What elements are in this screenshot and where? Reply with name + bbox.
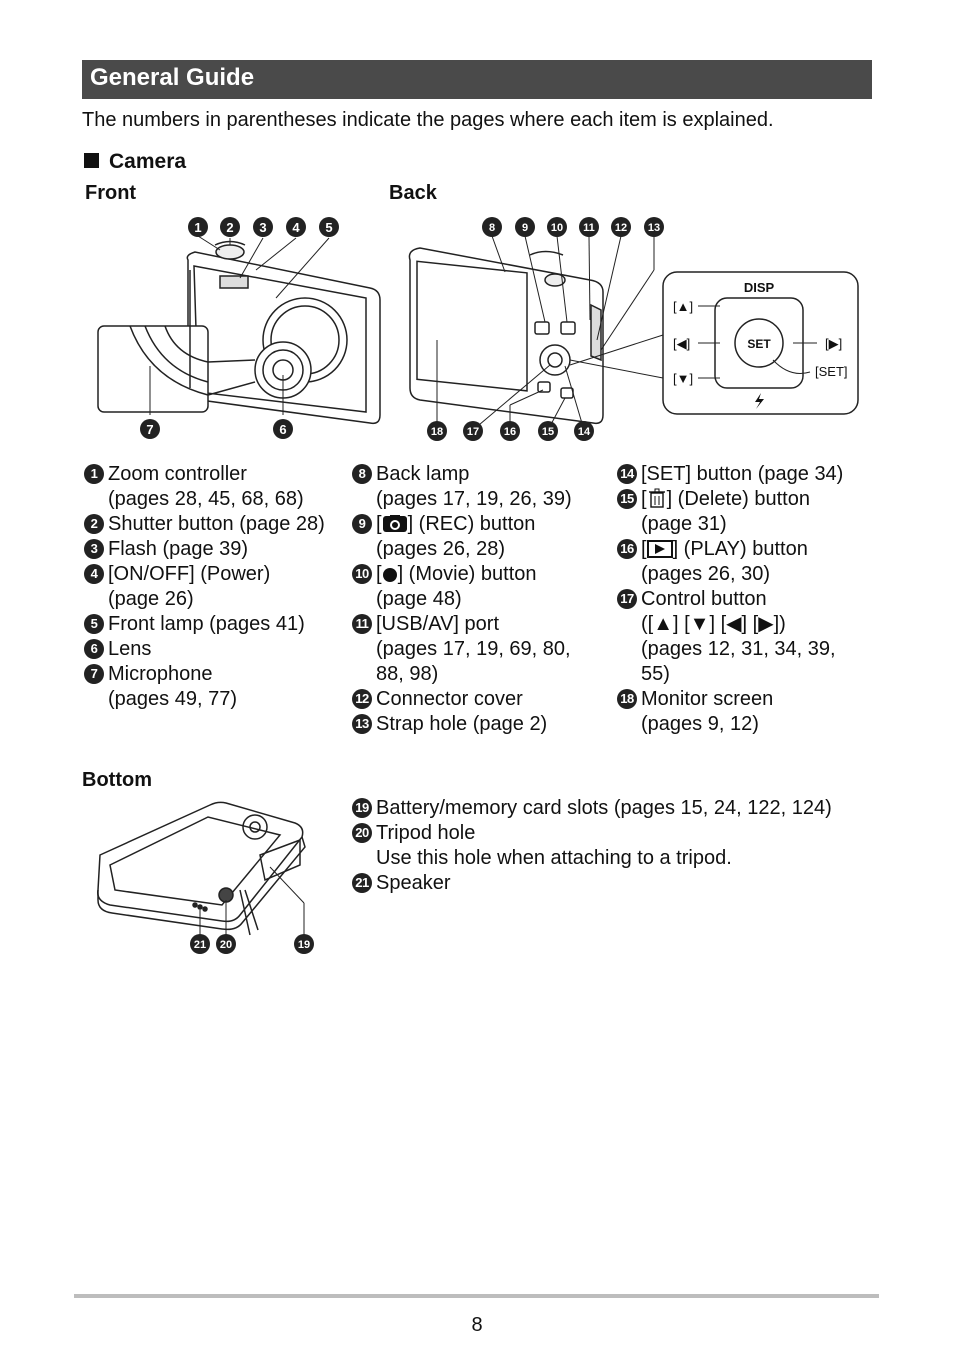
dpad-set-label: SET <box>747 337 771 351</box>
callout-17: 17 <box>467 426 479 438</box>
flash-icon <box>755 393 764 409</box>
camera-back-illustration: DISP SET [▲] [◀] [▼] [▶] [SET] 8 9 10 11… <box>408 217 859 441</box>
page-number: 8 <box>471 1314 483 1336</box>
callout-9: 9 <box>522 222 528 234</box>
callout-21: 21 <box>194 939 206 951</box>
back-subheading: Back <box>389 182 437 204</box>
camera-heading: Camera <box>84 150 186 174</box>
list-item: 16[] (PLAY) button(pages 26, 30) <box>615 537 843 587</box>
dpad-up-label: [▲] <box>673 299 693 314</box>
list-item: 15[] (Delete) button(page 31) <box>615 487 843 537</box>
callout-6: 6 <box>279 422 286 437</box>
callout-14: 14 <box>578 426 591 438</box>
square-bullet-icon <box>84 153 99 168</box>
front-subheading: Front <box>85 182 137 204</box>
section-header: General Guide <box>82 60 872 99</box>
callout-4: 4 <box>292 220 300 235</box>
callout-7: 7 <box>146 422 153 437</box>
callout-18: 18 <box>431 426 443 438</box>
callout-8: 8 <box>489 222 495 234</box>
camera-icon <box>382 515 407 532</box>
callout-13: 13 <box>648 222 660 234</box>
list-item: 9[] (REC) button(pages 26, 28) <box>350 512 572 562</box>
callout-10: 10 <box>551 222 563 234</box>
intro-text: The numbers in parentheses indicate the … <box>82 109 774 131</box>
dpad-disp-label: DISP <box>744 280 775 295</box>
camera-heading-label: Camera <box>109 150 187 173</box>
page-title: General Guide <box>90 64 255 91</box>
movie-record-icon <box>382 568 397 582</box>
dpad-left-label: [◀] <box>673 336 690 351</box>
callout-20: 20 <box>220 939 232 951</box>
footer-rule <box>74 1294 879 1298</box>
list-item: 11[USB/AV] port(pages 17, 19, 69, 80,88,… <box>350 612 572 687</box>
callout-2: 2 <box>226 220 233 235</box>
callout-11: 11 <box>583 222 595 234</box>
list-item: 10[] (Movie) button(page 48) <box>350 562 572 612</box>
front-callouts: 1 2 3 4 5 7 6 <box>140 217 339 439</box>
trash-icon <box>648 488 665 508</box>
play-icon <box>646 540 673 558</box>
callout-15: 15 <box>542 426 554 438</box>
callout-1: 1 <box>194 220 201 235</box>
camera-front-illustration: 1 2 3 4 5 7 6 <box>97 217 381 439</box>
dpad-right-label: [▶] <box>825 336 842 351</box>
callout-12: 12 <box>615 222 627 234</box>
camera-bottom-illustration: 21 20 19 <box>97 801 314 954</box>
callout-16: 16 <box>504 426 516 438</box>
callout-19: 19 <box>298 939 310 951</box>
dpad-set-callout-label: [SET] <box>815 364 848 379</box>
parts-list-col3: 14[SET] button (page 34) 15[] (Delete) b… <box>615 462 843 737</box>
bottom-subheading: Bottom <box>82 769 152 791</box>
back-callouts: 8 9 10 11 12 13 18 17 16 15 14 <box>427 217 664 441</box>
callout-5: 5 <box>325 220 332 235</box>
list-item: 14[SET] button (page 34) <box>615 462 843 487</box>
callout-3: 3 <box>259 220 266 235</box>
dpad-down-label: [▼] <box>673 371 693 386</box>
list-item: 4[ON/OFF] (Power)(page 26) <box>82 562 325 612</box>
